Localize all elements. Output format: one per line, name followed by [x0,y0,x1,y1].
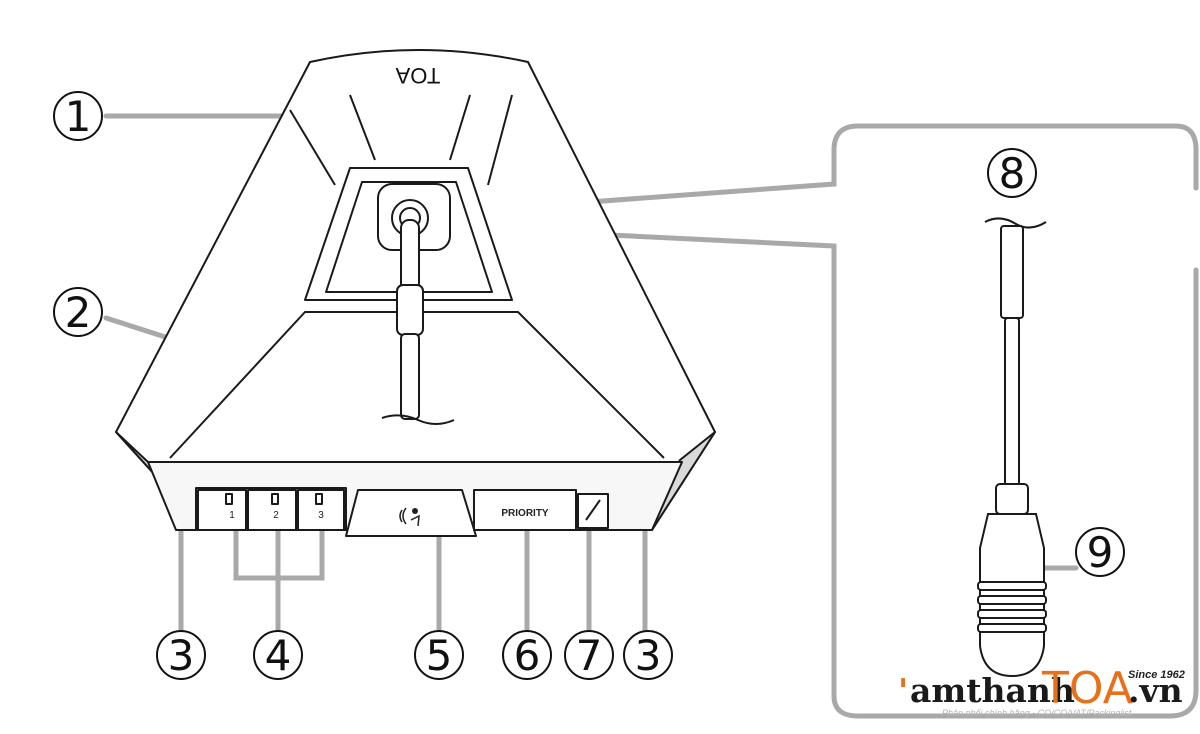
mic-detail-stem-top [1000,225,1024,319]
callout-3-left-text: 3 [168,631,195,680]
key-1[interactable] [197,489,247,531]
mic-collar [396,284,424,336]
mic-mount-inner [325,181,493,293]
callout-5: 5 [414,630,464,680]
watermark-suffix: .vn [1128,671,1183,710]
watermark-brand: TOA [1041,663,1133,714]
key-1-label: 1 [229,510,235,521]
callout-8: 8 [987,148,1037,198]
unit-logo: TOA [395,63,440,88]
volume-slot-line [585,499,601,521]
callout-1: 1 [53,91,103,141]
callout-3-right: 3 [623,630,673,680]
mic-detail-grip-rings [977,581,1047,633]
talk-key[interactable] [345,489,477,537]
key-2-label: 2 [273,510,279,521]
zoom-detail-frame-lower [423,223,1199,719]
callout-5-text: 5 [426,631,453,680]
priority-label: PRIORITY [501,508,549,519]
conference-unit: TOA [115,49,716,537]
callout-9-text: 9 [1087,528,1114,577]
callout-1-text: 1 [65,92,92,141]
unit-facet-line-right-2 [449,94,471,161]
mic-detail-break-line [984,217,1047,229]
watermark-since: Since 1962 [1128,669,1185,681]
unit-facet-line-right [487,94,513,186]
callout-8-text: 8 [999,149,1026,198]
callout-7: 7 [564,630,614,680]
watermark-logo: ' amthanh TOA .vn Since 1962 Phân phối c… [898,663,1185,718]
talk-speaker-icon [399,507,420,527]
mic-break-line [381,414,455,425]
callout-4-text: 4 [265,631,292,680]
callout-3-left: 3 [156,630,206,680]
watermark-tagline: Phân phối chính hãng - CO/CQ/VAT/Packing… [942,708,1132,718]
callout-4: 4 [253,630,303,680]
mic-detail-collar [995,483,1029,515]
callout-2-text: 2 [65,288,92,337]
key-3-label: 3 [318,510,324,521]
mic-gooseneck [400,333,420,420]
leader-lines [103,113,1199,719]
priority-key[interactable] [473,489,577,531]
microphone-detail [977,217,1047,678]
callout-7-text: 7 [576,631,603,680]
callout-9: 9 [1075,527,1125,577]
key-3-indicator [315,493,323,505]
callout-labels: 1 2 3 4 5 6 7 3 [53,91,1125,680]
callout-3-right-text: 3 [635,631,662,680]
zoom-detail-frame [423,123,1199,217]
mic-detail-stem [1004,317,1020,487]
key-2-indicator [271,493,279,505]
unit-facet-line-left [289,109,336,186]
unit-facet-line-left-2 [349,94,376,161]
watermark-main: amthanh [910,671,1075,710]
callout-6-text: 6 [514,631,541,680]
key-1-indicator [225,493,233,505]
callout-2: 2 [53,287,103,337]
watermark-apostrophe: ' [898,671,908,710]
callout-6: 6 [502,630,552,680]
